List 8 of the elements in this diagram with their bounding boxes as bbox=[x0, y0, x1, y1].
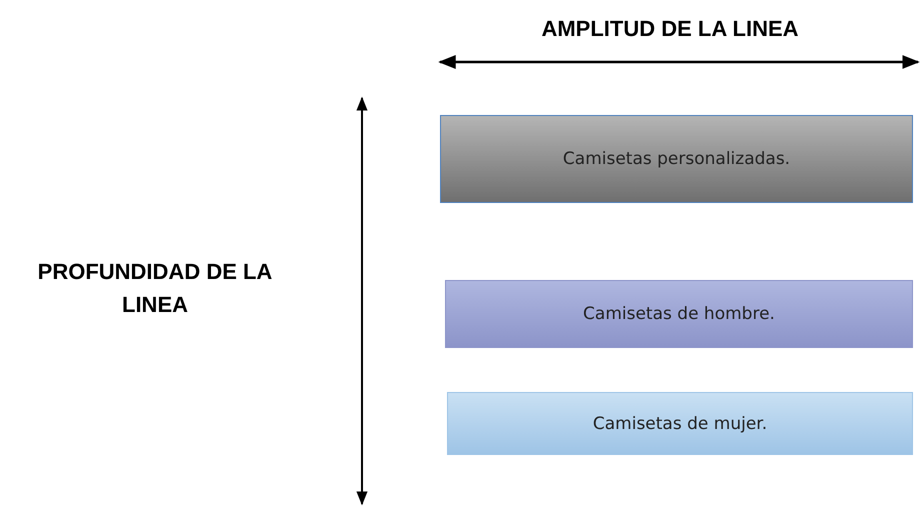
axis-title: PROFUNDIDAD DE LA LINEA bbox=[36, 258, 274, 319]
category-label: Camisetas de hombre. bbox=[583, 304, 775, 324]
category-box bbox=[447, 392, 913, 455]
axis-title: AMPLITUD DE LA LINEA bbox=[540, 15, 800, 43]
category-label: Camisetas de mujer. bbox=[592, 414, 768, 434]
category-box bbox=[440, 115, 913, 203]
category-box bbox=[445, 280, 913, 348]
category-label: Camisetas personalizadas. bbox=[562, 149, 790, 169]
